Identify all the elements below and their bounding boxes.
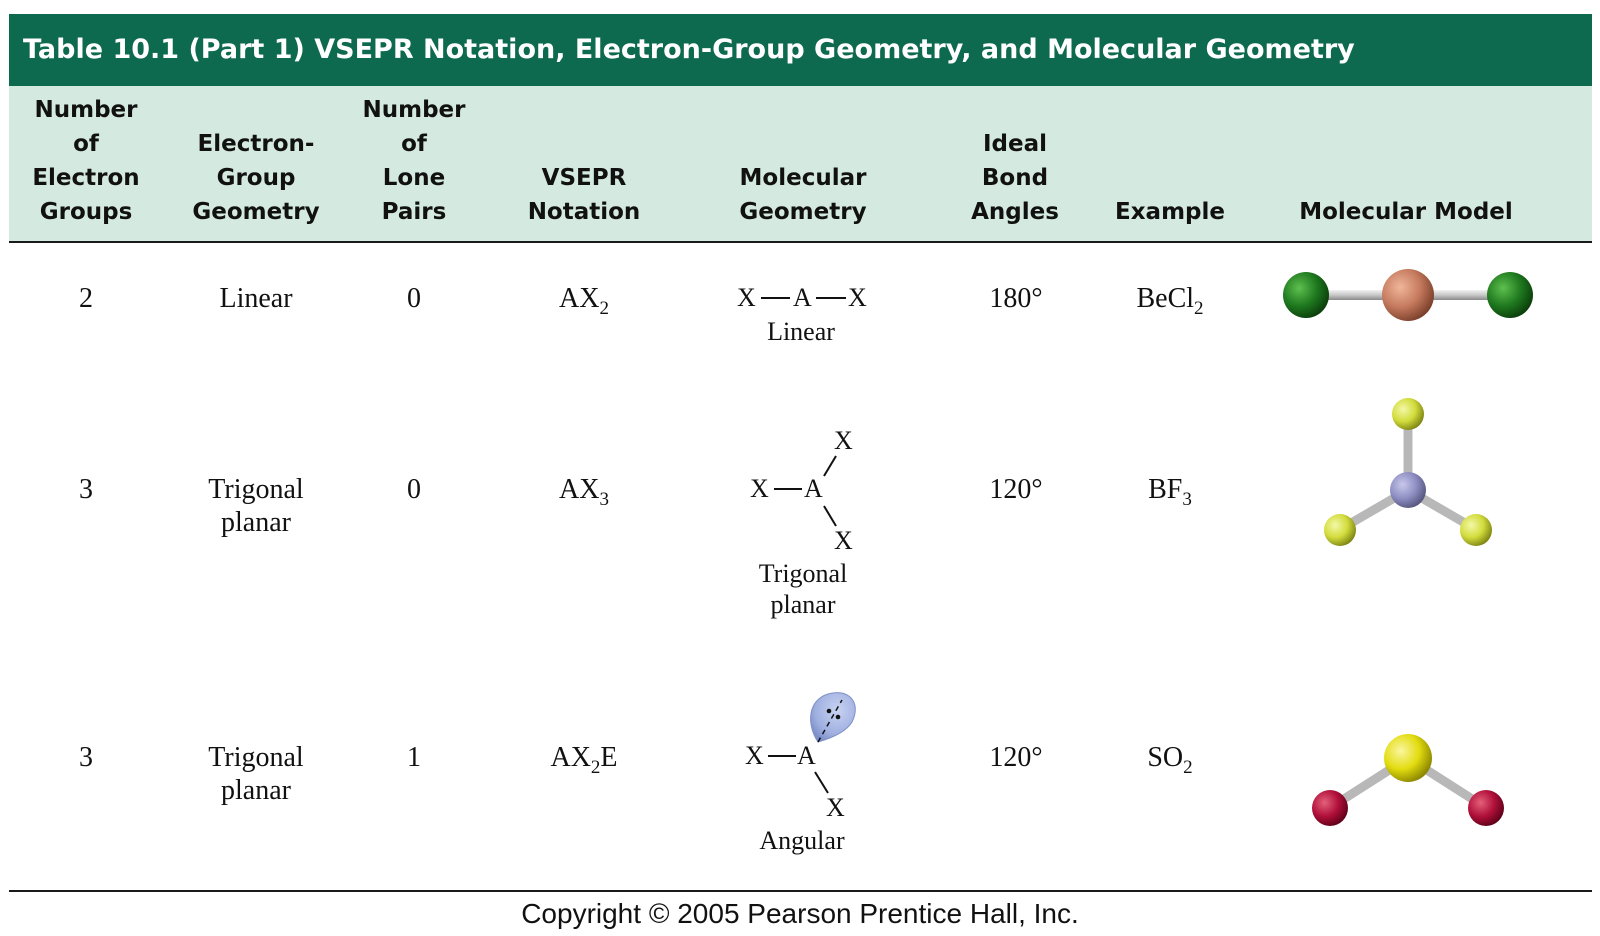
cell-electron-groups: 3 xyxy=(79,742,93,773)
cell-example: BF3 xyxy=(1148,474,1192,510)
geometry-caption: Angular xyxy=(759,826,845,855)
header-example: Example xyxy=(1115,199,1225,225)
diagram-x-left: X xyxy=(750,474,769,503)
header-electron-groups: Number of Electron Groups xyxy=(32,97,140,225)
cell-electron-groups: 3 xyxy=(79,474,93,505)
bond-lines xyxy=(774,455,837,527)
cell-bond-angle: 120° xyxy=(989,474,1043,505)
table-title: Table 10.1 (Part 1) VSEPR Notation, Elec… xyxy=(9,14,1592,86)
header-lone-pairs: Number of Lone Pairs xyxy=(362,97,466,225)
diagram-x-bottom: X xyxy=(826,793,845,822)
diagram-x-right: X xyxy=(848,283,867,312)
fluorine-atom xyxy=(1460,514,1492,546)
cell-electron-groups: 2 xyxy=(79,283,93,314)
diagram-x-bottom: X xyxy=(834,526,853,555)
boron-atom xyxy=(1390,472,1426,508)
table-header: Number of Electron Groups Electron- Grou… xyxy=(9,86,1592,243)
sulfur-atom xyxy=(1384,734,1432,782)
footer-divider xyxy=(9,890,1592,892)
so2-molecular-model xyxy=(1312,734,1504,826)
cell-example: BeCl2 xyxy=(1136,283,1204,319)
geometry-caption: Trigonal planar xyxy=(758,559,848,619)
cell-electron-geometry: Trigonal planar xyxy=(208,742,304,806)
cell-lone-pairs: 0 xyxy=(407,474,421,505)
cell-lone-pairs: 1 xyxy=(407,742,421,773)
beryllium-atom xyxy=(1382,269,1434,321)
geometry-caption: Linear xyxy=(767,317,835,346)
cell-example: SO2 xyxy=(1147,742,1193,778)
fluorine-atom xyxy=(1392,398,1424,430)
cell-bond-angle: 120° xyxy=(989,742,1043,773)
cell-lone-pairs: 0 xyxy=(407,283,421,314)
diagram-x-left: X xyxy=(737,283,756,312)
bf3-molecular-model xyxy=(1324,398,1492,546)
oxygen-atom xyxy=(1468,790,1504,826)
cell-vsepr: AX3 xyxy=(559,474,609,510)
diagram-central-a: A xyxy=(804,474,823,503)
chlorine-atom xyxy=(1487,272,1533,318)
diagram-central-a: A xyxy=(797,741,816,770)
fluorine-atom xyxy=(1324,514,1356,546)
oxygen-atom xyxy=(1312,790,1348,826)
cell-bond-angle: 180° xyxy=(989,283,1043,314)
becl2-molecular-model xyxy=(1283,269,1533,321)
header-electron-geometry: Electron- Group Geometry xyxy=(192,131,320,225)
diagram-x-left: X xyxy=(745,741,764,770)
cell-electron-geometry: Linear xyxy=(219,283,293,314)
chlorine-atom xyxy=(1283,272,1329,318)
diagram-central-a: A xyxy=(793,283,812,312)
lone-pair-lobe xyxy=(768,692,856,794)
cell-vsepr: AX2 xyxy=(559,283,609,319)
header-molecular-model: Molecular Model xyxy=(1299,199,1513,225)
header-molecular-geometry: Molecular Geometry xyxy=(739,165,867,225)
bond-lines xyxy=(761,297,846,299)
cell-vsepr: AX2E xyxy=(550,742,618,778)
copyright-notice: Copyright © 2005 Pearson Prentice Hall, … xyxy=(521,898,1079,929)
cell-electron-geometry: Trigonal planar xyxy=(208,474,304,538)
diagram-x-top: X xyxy=(834,426,853,455)
header-bond-angles: Ideal Bond Angles xyxy=(971,131,1059,225)
header-vsepr: VSEPR Notation xyxy=(527,165,641,225)
